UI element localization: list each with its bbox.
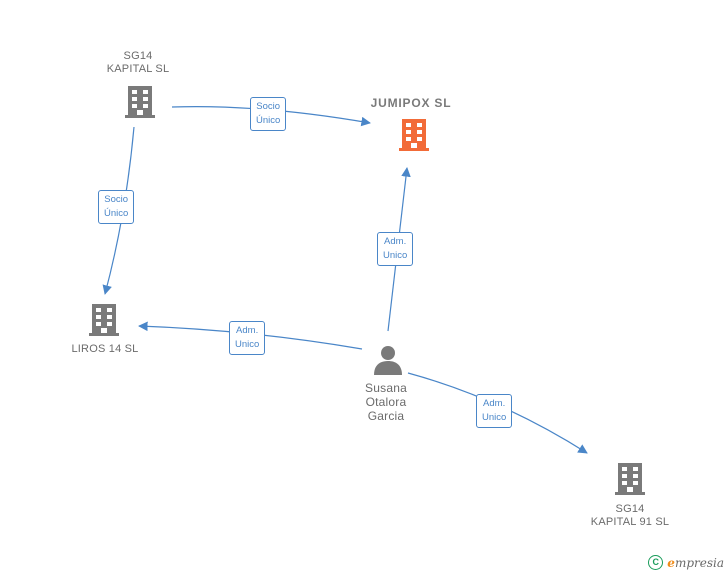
- jumipox-building-icon[interactable]: [397, 116, 431, 152]
- edge-label-sg14-to-liros14: Socio Único: [98, 190, 135, 224]
- node-label-sg14-kapital-91[interactable]: SG14 KAPITAL 91 SL: [590, 503, 670, 528]
- sg14-kapital-91-building-icon[interactable]: [613, 460, 647, 496]
- edge-label-susana-to-jumipox: Adm. Unico: [377, 232, 414, 266]
- brand-logo: empresia: [667, 555, 724, 570]
- sg14-kapital-building-icon[interactable]: [123, 83, 157, 119]
- node-label-susana[interactable]: Susana Otalora Garcia: [365, 381, 407, 423]
- node-label-sg14-kapital[interactable]: SG14 KAPITAL SL: [106, 50, 170, 75]
- edge-label-susana-to-sg14-kapital-91: Adm. Unico: [476, 394, 513, 428]
- edge-label-susana-to-liros14: Adm. Unico: [229, 321, 266, 355]
- liros14-building-icon[interactable]: [87, 301, 121, 337]
- node-label-liros14[interactable]: LIROS 14 SL: [71, 343, 139, 355]
- node-label-jumipox[interactable]: JUMIPOX SL: [370, 96, 452, 110]
- edge-label-sg14-to-jumipox: Socio Único: [250, 97, 287, 131]
- copyright-icon: C: [648, 555, 664, 570]
- person-icon[interactable]: [372, 344, 404, 376]
- footer-brand: C empresia: [648, 555, 724, 570]
